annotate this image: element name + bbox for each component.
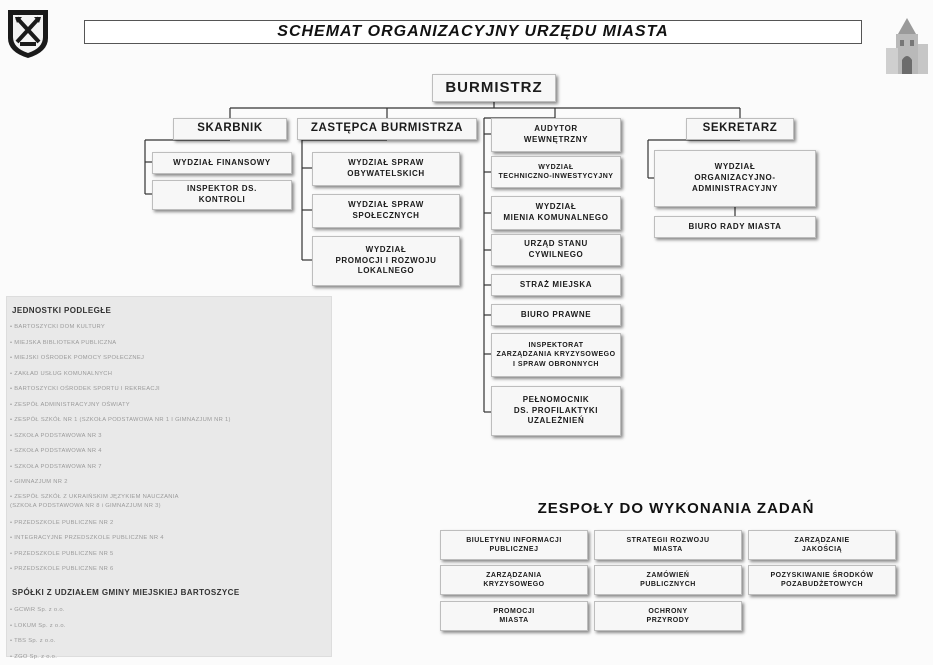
list-item: • INTEGRACYJNE PRZEDSZKOLE PUBLICZNE NR …	[10, 531, 231, 547]
biuro-rady-miasta-box: BIURO RADY MIASTA	[654, 216, 816, 238]
wydzial-promocji-box: WYDZIAŁ PROMOCJI I ROZWOJU LOKALNEGO	[312, 236, 460, 286]
wydzial-organizacyjno-administracyjny-box: WYDZIAŁ ORGANIZACYJNO- ADMINISTRACYJNY	[654, 150, 816, 207]
list-item: • ZAKŁAD USŁUG KOMUNALNYCH	[10, 367, 231, 383]
list-item: • LOKUM Sp. z o.o.	[10, 619, 66, 635]
list-item: • TBS Sp. z o.o.	[10, 634, 66, 650]
audytor-wewnetrzny-box: AUDYTOR WEWNĘTRZNY	[491, 118, 621, 152]
jednostki-list: • BARTOSZYCKI DOM KULTURY • MIEJSKA BIBL…	[10, 320, 231, 578]
list-item: • SZKOŁA PODSTAWOWA NR 4	[10, 444, 231, 460]
team-bip-box: BIULETYNU INFORMACJI PUBLICZNEJ	[440, 530, 588, 560]
skarbnik-box: SKARBNIK	[173, 118, 287, 140]
wydzial-spraw-obywatelskich-box: WYDZIAŁ SPRAW OBYWATELSKICH	[312, 152, 460, 186]
team-kryzysowego-box: ZARZĄDZANIA KRYZYSOWEGO	[440, 565, 588, 595]
inspektorat-zarzadzania-kryzysowego-box: INSPEKTORAT ZARZĄDZANIA KRYZYSOWEGO I SP…	[491, 333, 621, 377]
wydzial-mienia-komunalnego-box: WYDZIAŁ MIENIA KOMUNALNEGO	[491, 196, 621, 230]
zastepca-burmistrza-box: ZASTĘPCA BURMISTRZA	[297, 118, 477, 140]
list-item: • PRZEDSZKOLE PUBLICZNE NR 6	[10, 562, 231, 578]
team-ochrony-box: OCHRONY PRZYRODY	[594, 601, 742, 631]
list-item: • BARTOSZYCKI OŚRODEK SPORTU I REKREACJI	[10, 382, 231, 398]
team-promocji-box: PROMOCJI MIASTA	[440, 601, 588, 631]
jednostki-panel: JEDNOSTKI PODLEGŁE • BARTOSZYCKI DOM KUL…	[6, 296, 332, 657]
jednostki-heading: JEDNOSTKI PODLEGŁE	[12, 306, 111, 315]
team-jakosci-box: ZARZĄDZANIE JAKOŚCIĄ	[748, 530, 896, 560]
team-strategii-box: STRATEGII ROZWOJU MIASTA	[594, 530, 742, 560]
inspektor-kontroli-box: INSPEKTOR DS. KONTROLI	[152, 180, 292, 210]
list-item: • SZKOŁA PODSTAWOWA NR 7	[10, 460, 231, 476]
list-item: • PRZEDSZKOLE PUBLICZNE NR 5	[10, 547, 231, 563]
teams-title: ZESPOŁY DO WYKONANIA ZADAŃ	[446, 500, 906, 517]
list-item: • PRZEDSZKOLE PUBLICZNE NR 2	[10, 516, 231, 532]
team-pozyskiwanie-box: POZYSKIWANIE ŚRODKÓW POZABUDŻETOWYCH	[748, 565, 896, 595]
list-item: • BARTOSZYCKI DOM KULTURY	[10, 320, 231, 336]
list-item: • ZESPÓŁ SZKÓŁ Z UKRAIŃSKIM JĘZYKIEM NAU…	[10, 491, 231, 516]
sekretarz-box: SEKRETARZ	[686, 118, 794, 140]
wydzial-techniczno-inwestycyjny-box: WYDZIAŁ TECHNICZNO-INWESTYCYJNY	[491, 156, 621, 188]
list-item: • MIEJSKI OŚRODEK POMOCY SPOŁECZNEJ	[10, 351, 231, 367]
team-zamowien-box: ZAMÓWIEŃ PUBLICZNYCH	[594, 565, 742, 595]
list-item: • ZESPÓŁ SZKÓŁ NR 1 (SZKOŁA PODSTAWOWA N…	[10, 413, 231, 429]
spolki-list: • GCWiR Sp. z o.o. • LOKUM Sp. z o.o. • …	[10, 603, 66, 665]
wydzial-finansowy-box: WYDZIAŁ FINANSOWY	[152, 152, 292, 174]
spolki-heading: SPÓŁKI Z UDZIAŁEM GMINY MIEJSKIEJ BARTOS…	[12, 588, 240, 597]
pelnomocnik-profilaktyki-box: PEŁNOMOCNIK DS. PROFILAKTYKI UZALEŻNIEŃ	[491, 386, 621, 436]
list-item: • ZESPÓŁ ADMINISTRACYJNY OŚWIATY	[10, 398, 231, 414]
list-item: • ZGO Sp. z o.o.	[10, 650, 66, 665]
list-item: • MIEJSKA BIBLIOTEKA PUBLICZNA	[10, 336, 231, 352]
list-item: • GIMNAZJUM NR 2	[10, 475, 231, 491]
list-item: • GCWiR Sp. z o.o.	[10, 603, 66, 619]
wydzial-spraw-spolecznych-box: WYDZIAŁ SPRAW SPOŁECZNYCH	[312, 194, 460, 228]
urzad-stanu-cywilnego-box: URZĄD STANU CYWILNEGO	[491, 234, 621, 266]
biuro-prawne-box: BIURO PRAWNE	[491, 304, 621, 326]
burmistrz-box: BURMISTRZ	[432, 74, 556, 102]
straz-miejska-box: STRAŻ MIEJSKA	[491, 274, 621, 296]
list-item: • SZKOŁA PODSTAWOWA NR 3	[10, 429, 231, 445]
